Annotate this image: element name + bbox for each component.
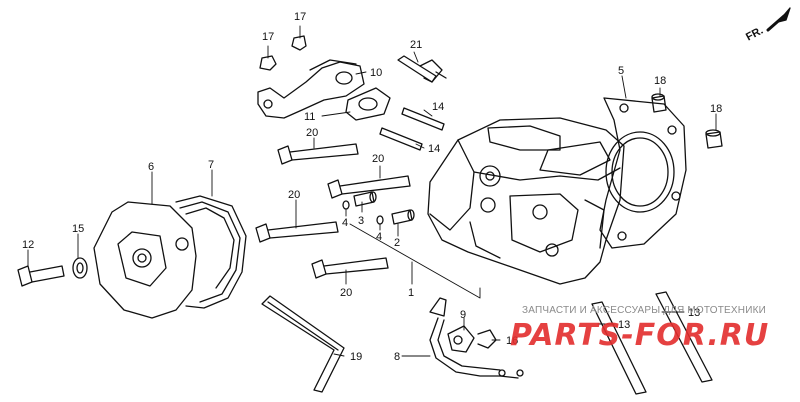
dowel-pin [391,209,415,225]
front-direction-label: FR. [744,25,765,44]
bolt [327,175,411,199]
stud-bolt [655,291,713,383]
callout-18: 18 [654,75,666,87]
wire-clip [477,329,497,349]
callout-4: 4 [342,217,348,229]
nut [291,35,307,51]
callout-1: 1 [408,287,414,299]
valve-cover [93,201,197,319]
callout-20: 20 [372,153,384,165]
callout-13: 13 [618,319,630,331]
callout-19: 19 [350,351,362,363]
callout-8: 8 [394,351,400,363]
callout-21: 21 [410,39,422,51]
callout-7: 7 [208,159,214,171]
bolt [17,265,65,287]
bolt [277,143,359,165]
o-ring [376,215,384,225]
leader-lines [27,25,717,357]
callout-20: 20 [288,189,300,201]
callout-20: 20 [340,287,352,299]
breather-tube [261,295,345,393]
intake-gasket [345,87,391,121]
watermark-logo: PARTS-FOR.RU [510,318,770,353]
callout-9: 9 [460,309,466,321]
dowel-pin [651,93,667,113]
callout-12: 12 [22,239,34,251]
callout-17: 17 [294,11,306,23]
o-ring [342,200,350,210]
callout-15: 15 [72,223,84,235]
watermark-caption: ЗАПЧАСТИ И АКСЕССУАРЫ ДЛЯ МОТОТЕХНИКИ [522,305,767,316]
front-direction-arrow [766,7,791,32]
oil-level-switch [429,297,524,379]
dowel-pin [353,191,377,207]
callout-2: 2 [394,237,400,249]
cylinder-head [427,117,625,285]
valve-cover-gasket [175,195,247,309]
callout-14: 14 [428,143,440,155]
callout-13: 13 [688,307,700,319]
callout-11: 11 [304,111,315,123]
callout-labels: 1 2 3 4 4 5 6 7 8 9 10 11 12 13 13 14 14… [22,11,722,363]
stud-bolt [401,107,445,131]
washer [72,257,88,279]
callout-14: 14 [432,101,444,113]
callout-6: 6 [148,161,154,173]
spark-plug [397,55,447,83]
callout-10: 10 [370,67,382,79]
nut [259,55,277,71]
bolt [311,257,389,279]
callout-16: 16 [506,335,518,347]
callout-4: 4 [376,231,382,243]
callout-3: 3 [358,215,364,227]
head-gasket [599,97,687,249]
callout-5: 5 [618,65,624,77]
callout-20: 20 [306,127,318,139]
stud-bolt [379,127,423,151]
callout-17: 17 [262,31,274,43]
stud-bolt [591,301,647,395]
bolt [255,221,339,243]
dowel-pin [705,129,723,149]
intake-pipe [257,59,365,119]
callout-18: 18 [710,103,722,115]
